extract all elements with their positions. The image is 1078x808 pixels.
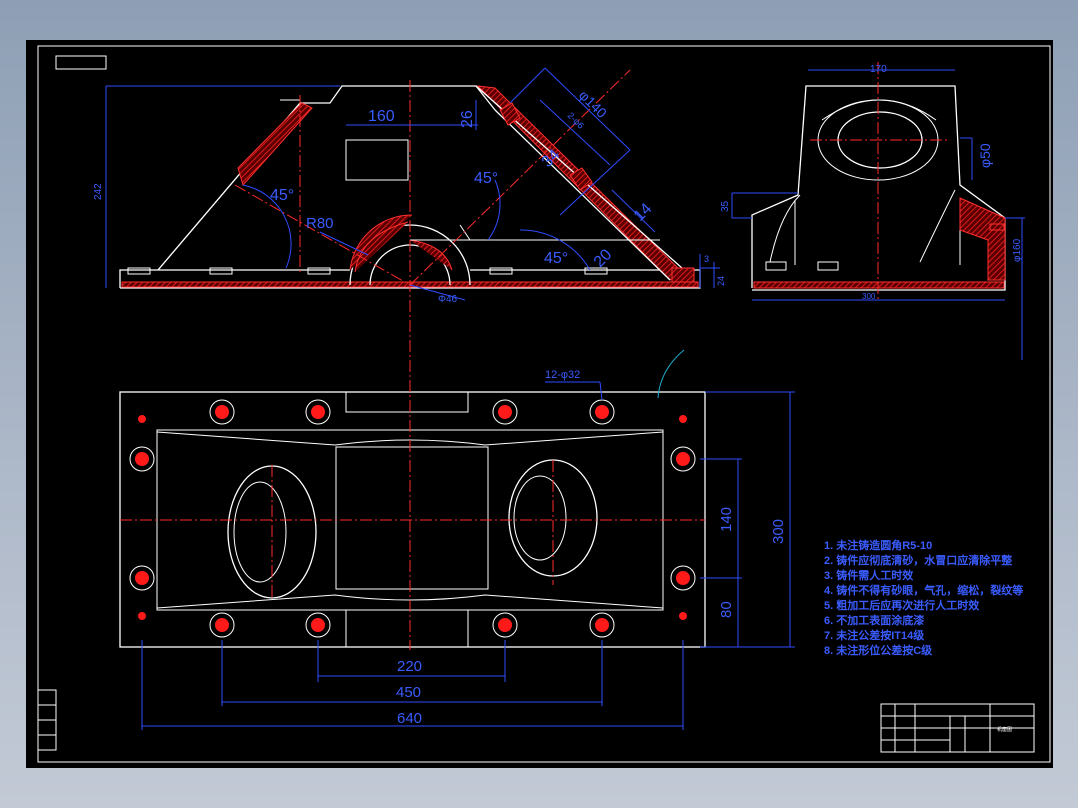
dim-phi46: Φ46 xyxy=(438,294,458,305)
note-3: 3. 铸件需人工时效 xyxy=(824,568,914,582)
title-part-name: 机座图 xyxy=(997,726,1012,733)
dim-2-phi6: 2-φ6 xyxy=(566,110,586,130)
front-view xyxy=(105,67,720,370)
top-view-dimensions: 12-φ32 220 450 640 140 300 80 xyxy=(141,369,795,730)
dim-35: 35 xyxy=(720,200,731,212)
dim-140: 140 xyxy=(718,507,735,532)
dim-45-left: 45° xyxy=(270,187,294,204)
bolt-holes xyxy=(129,399,696,638)
dim-45-mid: 45° xyxy=(474,170,498,187)
hole-5 xyxy=(129,446,155,472)
hole-9 xyxy=(209,612,235,638)
dim-450: 450 xyxy=(396,684,421,701)
hole-11 xyxy=(492,612,518,638)
hole-6 xyxy=(670,446,696,472)
dim-45-right: 45° xyxy=(544,250,568,267)
dim-phi140: φ140 xyxy=(576,87,610,121)
hole-2 xyxy=(305,399,331,425)
hole-12 xyxy=(589,612,615,638)
revision-strip xyxy=(37,689,57,751)
dim-300-side: 300 xyxy=(862,292,876,301)
note-6: 6. 不加工表面涂底漆 xyxy=(824,613,924,627)
note-1: 1. 未注铸造圆角R5-10 xyxy=(824,538,932,552)
dim-170: 170 xyxy=(870,64,887,75)
dim-24: 24 xyxy=(716,276,726,286)
side-view xyxy=(731,62,1025,360)
note-7: 7. 未注公差按IT14级 xyxy=(824,628,925,642)
hole-4 xyxy=(589,399,615,425)
top-view xyxy=(119,300,706,650)
dim-20: 20 xyxy=(591,246,616,271)
dim-phi50: φ50 xyxy=(977,143,993,168)
note-5: 5. 粗加工后应再次进行人工时效 xyxy=(824,598,980,612)
title-block: 机座图 xyxy=(880,703,1035,753)
hole-7 xyxy=(129,565,155,591)
hole-1 xyxy=(209,399,235,425)
dim-26: 26 xyxy=(459,110,476,128)
hole-8 xyxy=(670,565,696,591)
dim-300: 300 xyxy=(770,519,787,544)
hole-3 xyxy=(492,399,518,425)
dim-80: 80 xyxy=(718,601,735,618)
note-4: 4. 铸件不得有砂眼，气孔，缩松，裂纹等 xyxy=(824,583,1023,597)
dim-242: 242 xyxy=(93,183,104,200)
dim-phi160: φ160 xyxy=(1012,238,1023,262)
dim-220: 220 xyxy=(397,658,422,675)
dim-640: 640 xyxy=(397,710,422,727)
dim-160: 160 xyxy=(368,108,395,125)
engineering-drawing: 160 26 242 45° 45° 45° R80 Φ46 34 20 14 … xyxy=(37,45,1051,763)
drawing-frame xyxy=(37,45,1051,763)
note-2: 2. 铸件应彻底清砂，水冒口应清除平整 xyxy=(824,553,1012,567)
cad-viewport[interactable]: 160 26 242 45° 45° 45° R80 Φ46 34 20 14 … xyxy=(26,40,1053,768)
dim-12-holes: 12-φ32 xyxy=(545,369,580,381)
dim-r80: R80 xyxy=(306,215,334,232)
dim-14: 14 xyxy=(631,200,656,225)
hole-10 xyxy=(305,612,331,638)
technical-notes: 1. 未注铸造圆角R5-10 2. 铸件应彻底清砂，水冒口应清除平整 3. 铸件… xyxy=(824,538,1023,657)
note-8: 8. 未注形位公差按C级 xyxy=(824,643,933,657)
dim-3: 3 xyxy=(704,254,709,264)
side-view-dimensions: 170 φ50 35 300 φ160 xyxy=(720,64,1023,301)
